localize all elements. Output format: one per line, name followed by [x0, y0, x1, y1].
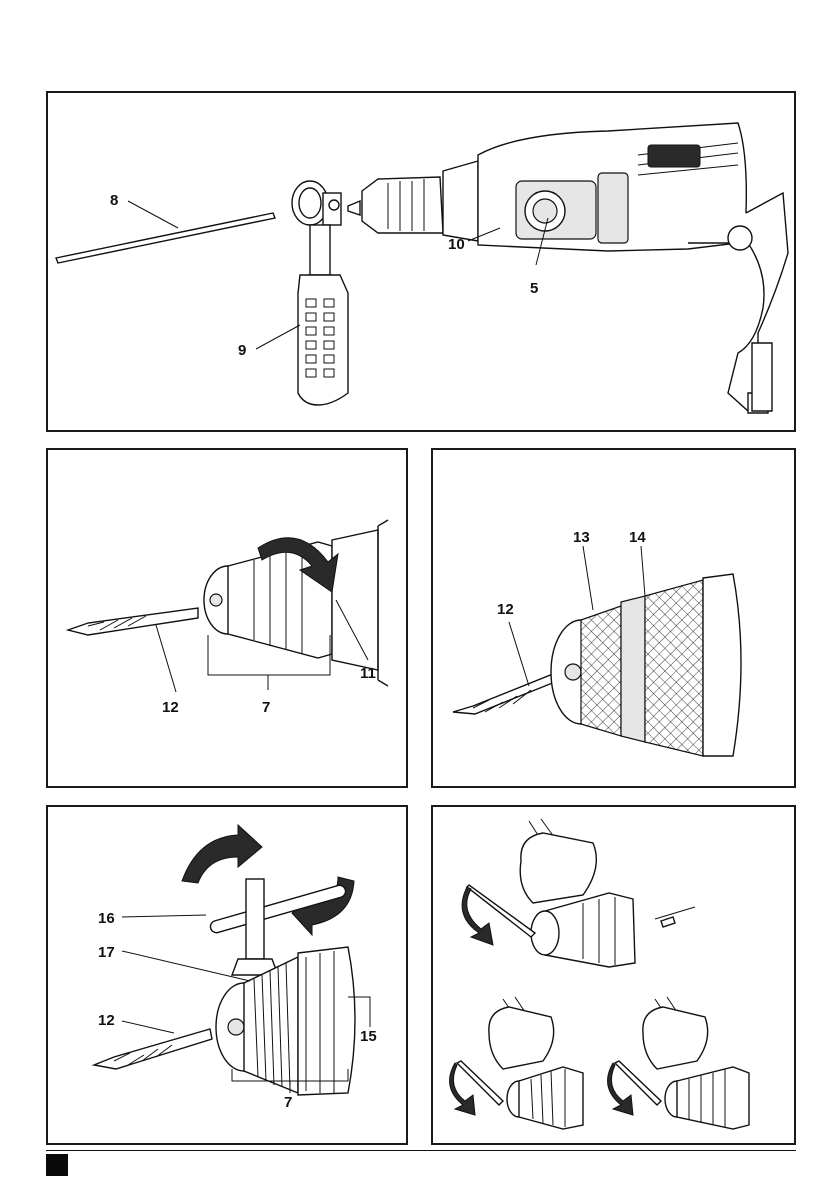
chuck-removal-step-1	[462, 819, 695, 967]
figure-d-panel: 16 17 12 15 7	[46, 805, 408, 1145]
callout-d-16: 16	[98, 910, 115, 927]
chuck-removal-step-2	[450, 997, 583, 1129]
callout-d-7: 7	[284, 1094, 292, 1111]
depth-stop-rod	[56, 213, 275, 263]
callout-b-12: 12	[162, 699, 179, 716]
callout-b-7: 7	[262, 699, 270, 716]
figure-a-panel: 8 9 10 5	[46, 91, 796, 432]
callout-b-11: 11	[360, 665, 376, 682]
callout-a-8: 8	[110, 192, 118, 209]
chuck-removal-step-3	[608, 997, 749, 1129]
page-marker-square	[46, 1154, 68, 1176]
drill-bit	[453, 674, 555, 714]
callout-c-13: 13	[573, 529, 590, 546]
drill-chuck	[348, 177, 443, 233]
drill-body	[443, 123, 788, 413]
screw-icon	[655, 907, 695, 927]
figure-c-drawing: 13 14 12	[433, 450, 798, 790]
knurled-chuck	[551, 574, 741, 756]
figure-b-panel: 11 12 7	[46, 448, 408, 788]
callout-d-12: 12	[98, 1012, 115, 1029]
callout-a-10: 10	[448, 236, 465, 253]
drill-bit	[94, 1029, 212, 1069]
callout-d-17: 17	[98, 944, 115, 961]
callout-d-15: 15	[360, 1028, 377, 1045]
clockwise-arrow-icon	[182, 825, 262, 883]
callout-a-9: 9	[238, 342, 246, 359]
figure-e-drawing	[433, 807, 798, 1147]
drill-bit	[68, 608, 198, 635]
figure-b-drawing: 11 12 7	[48, 450, 410, 790]
figure-a-drawing: 8 9 10 5	[48, 93, 798, 434]
callout-c-14: 14	[629, 529, 646, 546]
footer-rule	[46, 1150, 796, 1151]
figure-d-drawing: 16 17 12 15 7	[48, 807, 410, 1147]
side-handle	[292, 181, 348, 405]
callout-a-5: 5	[530, 280, 538, 297]
figure-c-panel: 13 14 12	[431, 448, 796, 788]
callout-c-12: 12	[497, 601, 514, 618]
figure-e-panel	[431, 805, 796, 1145]
